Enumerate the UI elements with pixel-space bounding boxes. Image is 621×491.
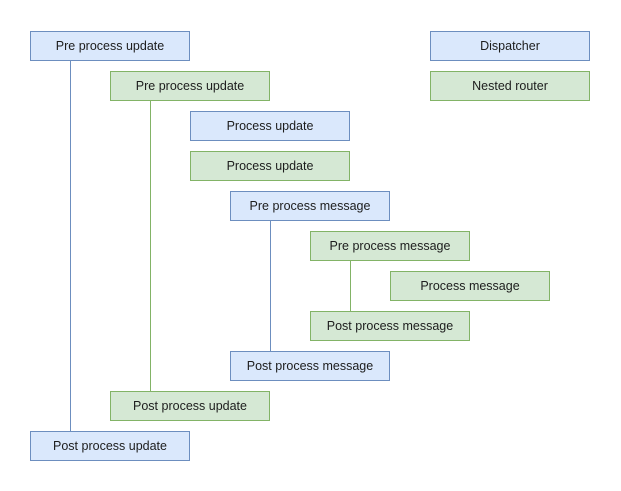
- node-label: Process update: [226, 118, 314, 133]
- node-n4[interactable]: Process update: [190, 151, 350, 181]
- node-n3[interactable]: Process update: [190, 111, 350, 141]
- node-n11[interactable]: Post process update: [30, 431, 190, 461]
- node-label: Post process update: [133, 398, 247, 413]
- node-label: Process message: [420, 278, 520, 293]
- node-label: Post process message: [326, 318, 454, 333]
- legend-item-dispatcher[interactable]: Dispatcher: [430, 31, 590, 61]
- connector-n2-to-n10: [150, 101, 151, 391]
- node-n5[interactable]: Pre process message: [230, 191, 390, 221]
- connector-n5-to-n9: [270, 221, 271, 351]
- connector-n6-to-n8: [350, 261, 351, 311]
- node-n1[interactable]: Pre process update: [30, 31, 190, 61]
- node-label: Post process message: [246, 358, 374, 373]
- legend-item-nested-router[interactable]: Nested router: [430, 71, 590, 101]
- node-label: Pre process message: [249, 198, 371, 213]
- node-label: Post process update: [53, 438, 167, 453]
- legend-item-label: Nested router: [472, 79, 548, 93]
- node-n9[interactable]: Post process message: [230, 351, 390, 381]
- legend-item-label: Dispatcher: [480, 39, 540, 53]
- node-label: Pre process update: [55, 38, 165, 53]
- node-label: Pre process update: [135, 78, 245, 93]
- node-n7[interactable]: Process message: [390, 271, 550, 301]
- connector-n1-to-n11: [70, 61, 71, 431]
- node-n8[interactable]: Post process message: [310, 311, 470, 341]
- node-n6[interactable]: Pre process message: [310, 231, 470, 261]
- node-n2[interactable]: Pre process update: [110, 71, 270, 101]
- node-label: Process update: [226, 158, 314, 173]
- node-label: Pre process message: [329, 238, 451, 253]
- node-n10[interactable]: Post process update: [110, 391, 270, 421]
